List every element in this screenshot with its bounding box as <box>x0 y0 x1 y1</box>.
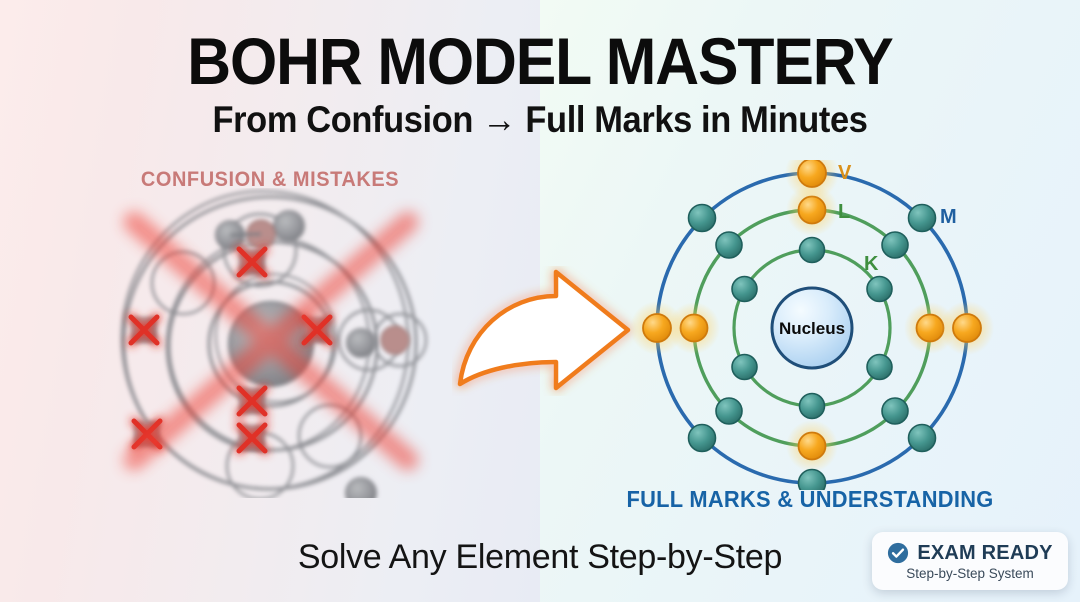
highlight-electron <box>785 146 839 200</box>
transition-arrow <box>452 266 642 396</box>
highlight-electron <box>630 301 684 355</box>
badge-subtitle: Step-by-Step System <box>906 565 1034 581</box>
confusion-stray-electrons <box>215 210 410 509</box>
curved-right-arrow-icon <box>457 269 631 391</box>
shell-M-electrons <box>630 146 994 498</box>
shell-label-K: K <box>864 253 879 275</box>
footer-caption: Solve Any Element Step-by-Step <box>297 538 783 576</box>
background-left-half <box>0 0 540 602</box>
shell-K-electrons <box>731 236 893 420</box>
shell-label-L: L <box>838 201 850 223</box>
bohr-nucleus: Nucleus <box>770 286 854 370</box>
badge-title-row: EXAM READY <box>887 542 1052 565</box>
highlight-electron <box>786 420 838 472</box>
bohr-model-diagram: Nucleus V L M K <box>628 146 996 498</box>
badge-title: EXAM READY <box>917 541 1053 564</box>
highlight-electron <box>940 301 994 355</box>
exam-ready-badge[interactable]: EXAM READY Step-by-Step System <box>872 532 1068 590</box>
shell-label-V: V <box>838 162 852 184</box>
left-section-label: CONFUSION & MISTAKES <box>140 168 400 191</box>
page-title: BOHR MODEL MASTERY <box>187 24 894 98</box>
page-subtitle: From Confusion → Full Marks in Minutes <box>212 99 868 140</box>
highlight-electron <box>904 302 956 354</box>
confusion-big-cross-overlay <box>123 211 419 471</box>
nucleus-label: Nucleus <box>779 319 845 338</box>
right-section-label: FULL MARKS & UNDERSTANDING <box>626 486 994 512</box>
highlight-electron <box>668 302 720 354</box>
shell-label-M: M <box>940 206 957 228</box>
confusion-atom-diagram <box>108 188 438 509</box>
check-circle-icon <box>888 542 909 564</box>
